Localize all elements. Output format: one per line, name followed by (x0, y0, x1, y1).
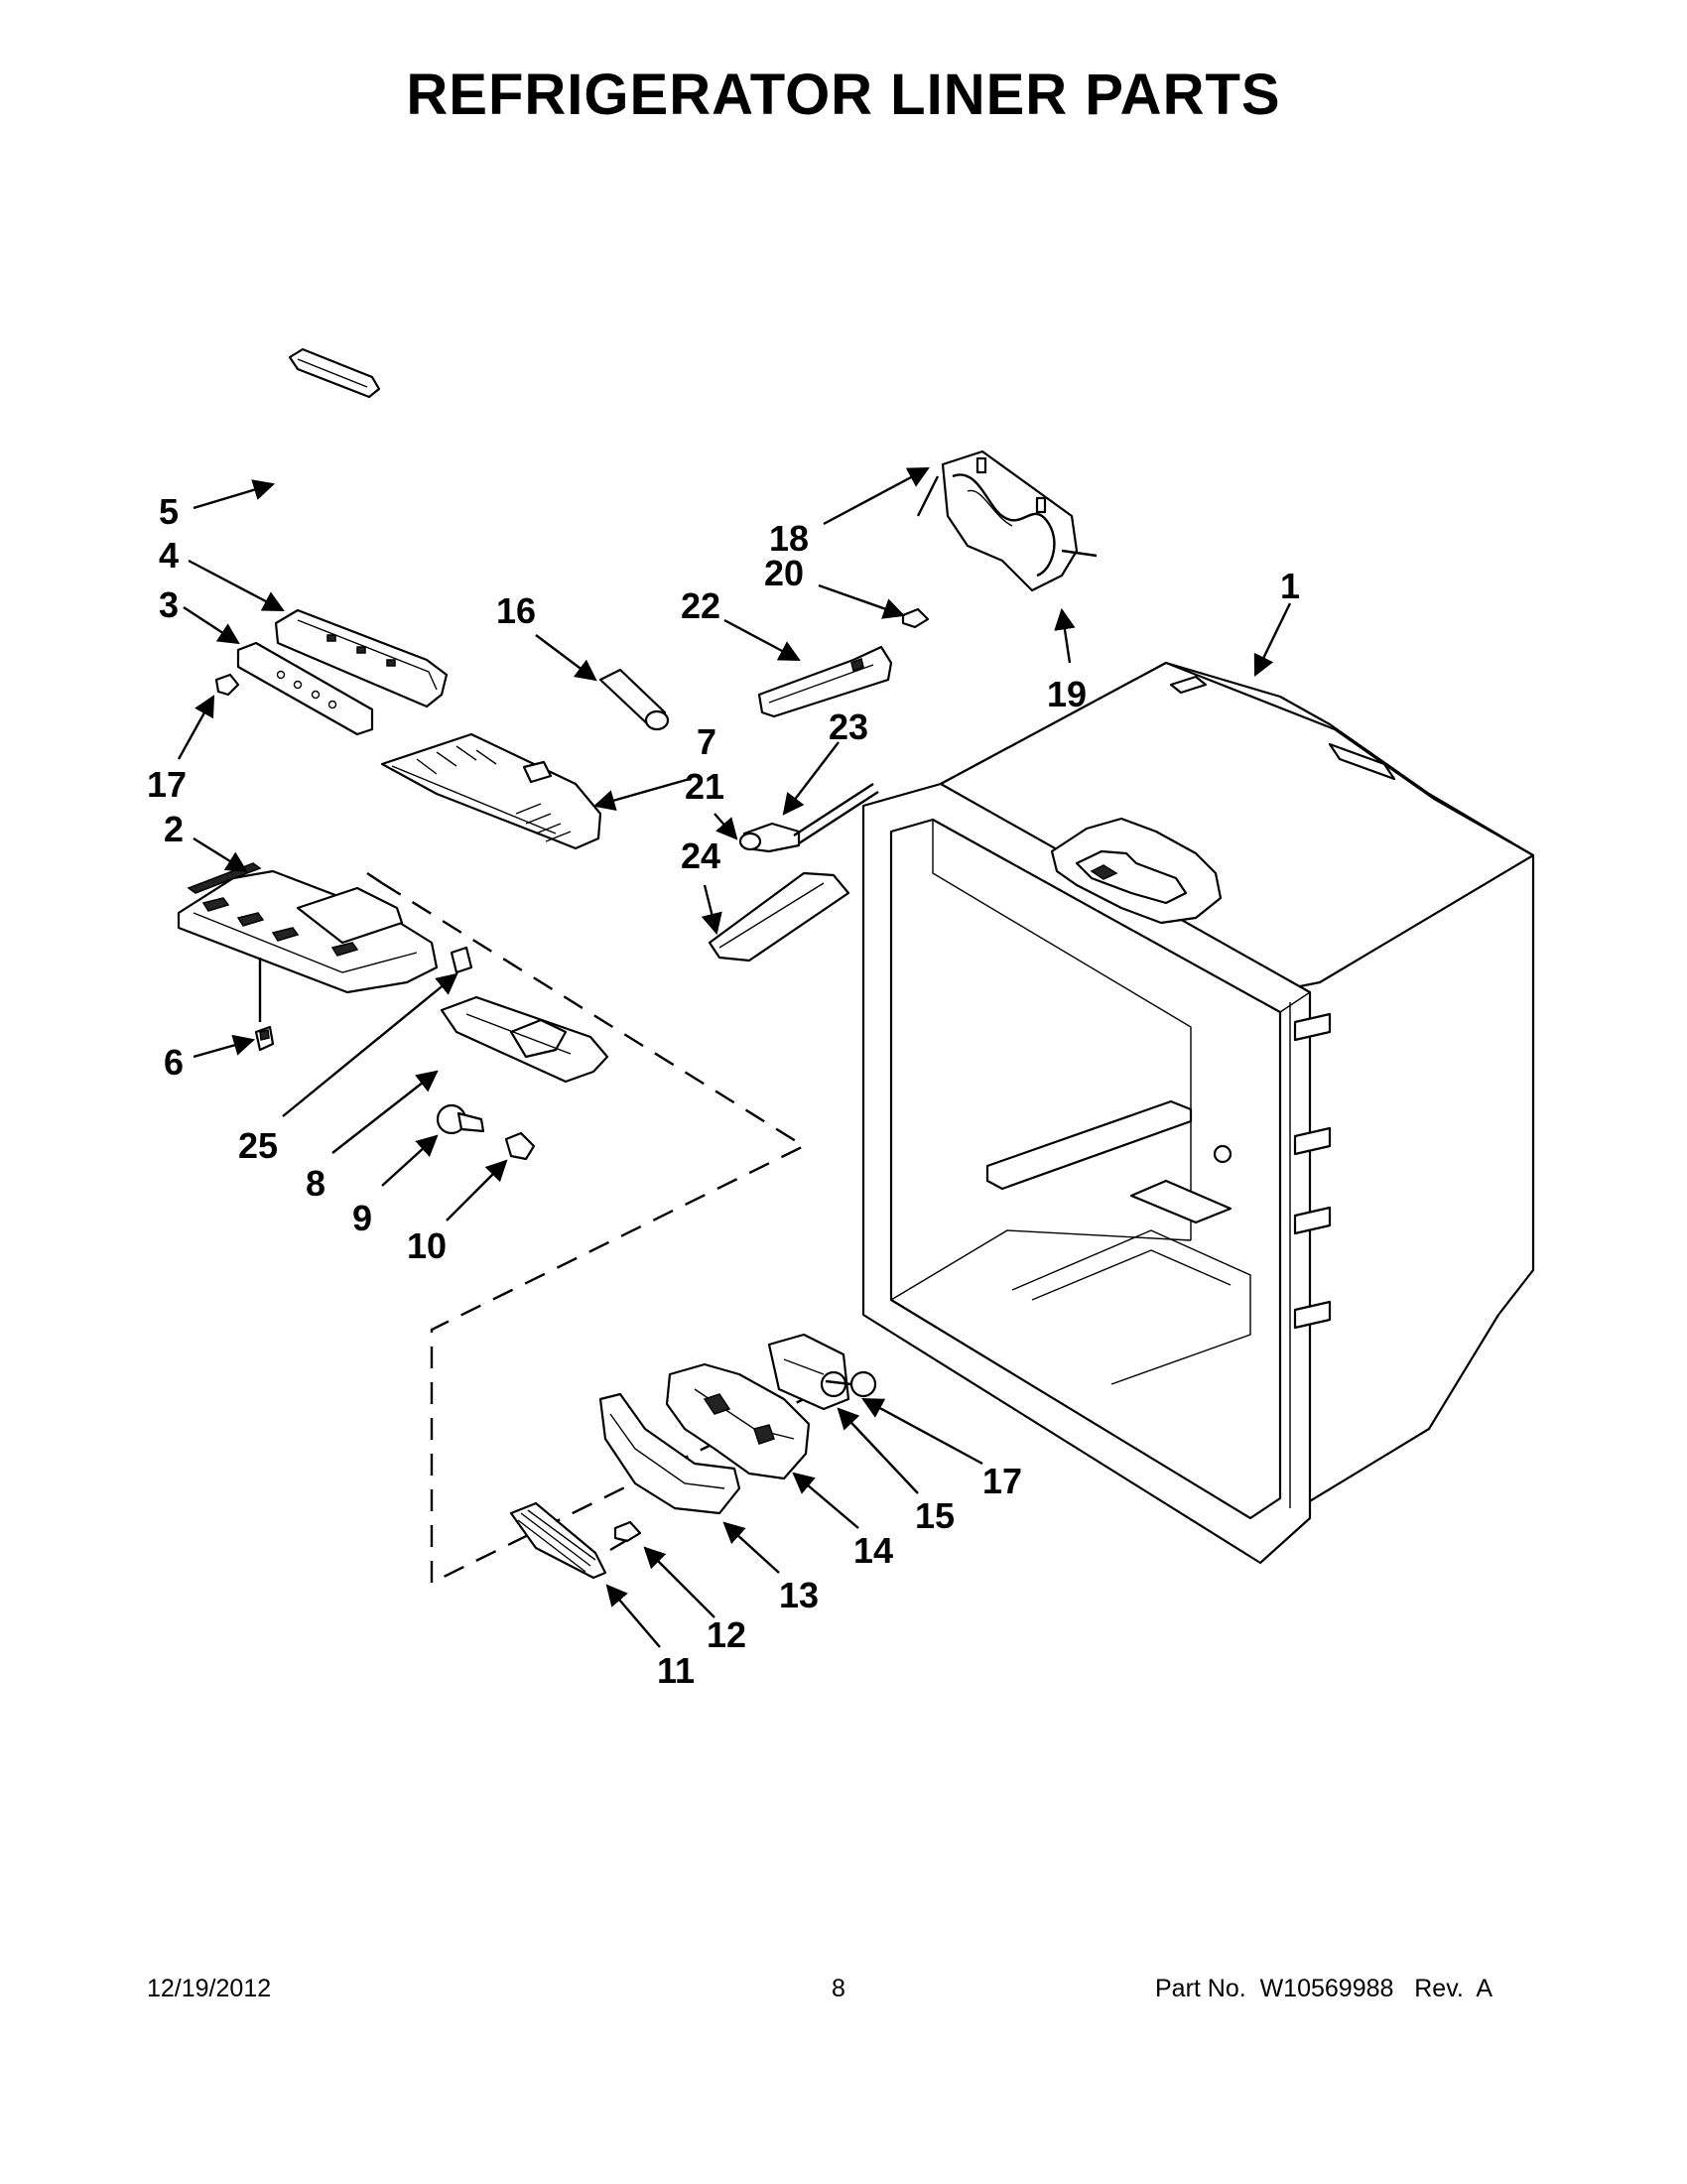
callout-2: 2 (164, 809, 184, 849)
callout-labels: 1 2 3 4 5 6 7 8 9 10 11 12 13 14 15 16 1… (147, 491, 1300, 1691)
part-17-screw-right (825, 1370, 877, 1398)
part-15-damper-motor (767, 1333, 850, 1411)
callout-3: 3 (159, 584, 179, 625)
callout-19: 19 (1047, 674, 1087, 714)
part-4-control-housing (274, 608, 449, 708)
callout-1: 1 (1280, 566, 1300, 606)
part-25-clip (450, 946, 473, 974)
callout-5: 5 (159, 491, 179, 532)
callout-16: 16 (496, 590, 536, 631)
callout-17-left: 17 (147, 764, 187, 805)
callout-18: 18 (769, 518, 809, 559)
footer-page-number: 8 (832, 1975, 845, 2002)
callout-14: 14 (853, 1530, 893, 1571)
callout-24: 24 (681, 835, 720, 876)
footer-part-number: Part No. W10569988 Rev. A (1155, 1975, 1492, 2002)
part-11-grille (509, 1501, 607, 1580)
part-20-screw (901, 607, 930, 629)
part-16-cap (598, 668, 670, 731)
part-5-cover (288, 347, 381, 399)
callout-8: 8 (306, 1163, 325, 1204)
callout-23: 23 (829, 707, 868, 747)
part-3-overlay (236, 641, 374, 736)
part-21-24-sensor (738, 782, 879, 853)
part-10-socket (504, 1131, 536, 1161)
page-title: REFRIGERATOR LINER PARTS (406, 63, 1281, 127)
callout-13: 13 (779, 1575, 819, 1615)
part-9-bulb (436, 1103, 485, 1135)
part-18-heater (916, 450, 1098, 592)
part-6-switch (254, 1025, 275, 1052)
callout-4: 4 (159, 535, 179, 576)
callout-21: 21 (685, 766, 724, 807)
callout-12: 12 (707, 1614, 746, 1655)
callout-10: 10 (407, 1225, 447, 1266)
refrigerator-liner (861, 661, 1535, 1565)
callout-11: 11 (657, 1650, 695, 1691)
part-8-light-housing (440, 995, 609, 1084)
part-22-bracket (757, 645, 893, 718)
callout-17-right: 17 (982, 1461, 1022, 1501)
callout-6: 6 (164, 1042, 184, 1083)
part-2-control-panel (177, 862, 439, 994)
callout-9: 9 (352, 1198, 372, 1238)
part-14-housing (665, 1362, 811, 1480)
footer-date: 12/19/2012 (147, 1975, 272, 2002)
part-12-screw (609, 1520, 642, 1552)
part-17-clip-left (214, 673, 240, 697)
part-24-channel (708, 871, 850, 963)
callout-25: 25 (238, 1125, 278, 1166)
callout-15: 15 (915, 1495, 955, 1536)
part-13-cover (598, 1392, 741, 1515)
callout-7: 7 (697, 721, 716, 762)
part-7-tray (380, 732, 602, 850)
callout-22: 22 (681, 585, 720, 626)
leader-lines (177, 466, 1292, 1648)
callout-20: 20 (764, 553, 804, 593)
